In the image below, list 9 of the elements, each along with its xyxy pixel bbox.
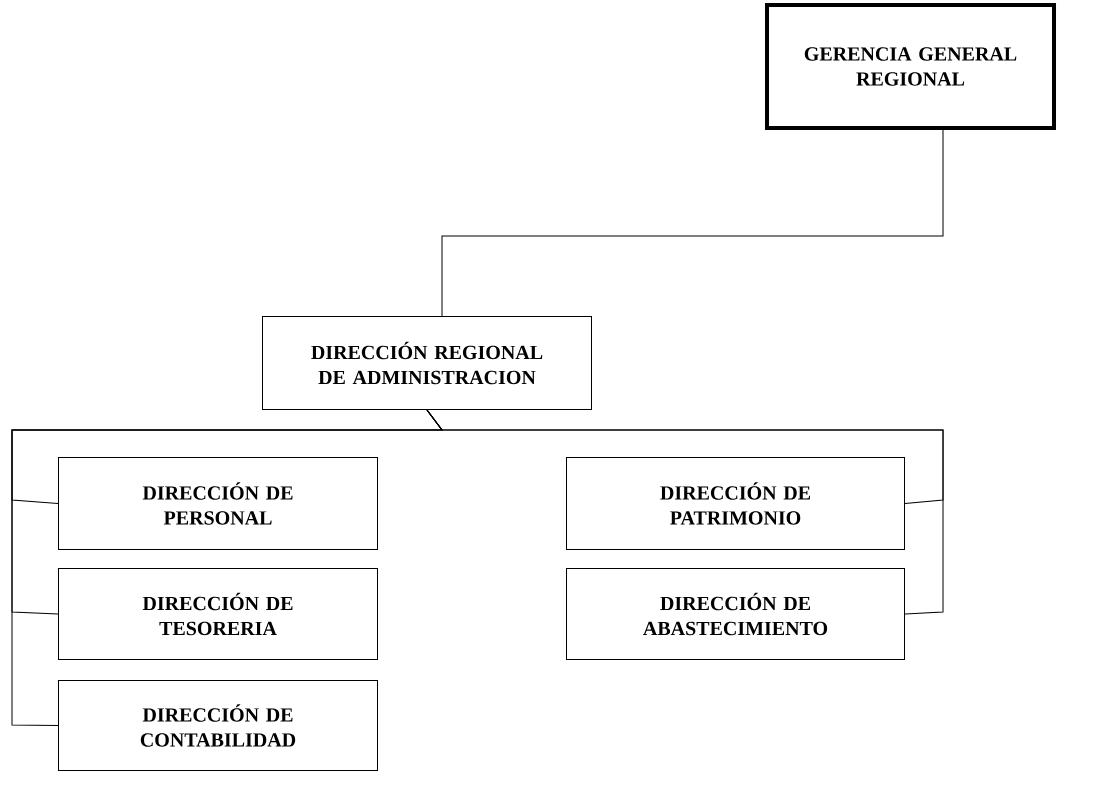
org-box: GERENCIA GENERAL REGIONAL: [765, 3, 1056, 130]
connector-line: [441, 129, 944, 317]
org-box: DIRECCIÓN DE PATRIMONIO: [566, 457, 905, 550]
org-box: DIRECCIÓN DE PERSONAL: [58, 457, 378, 550]
org-box: DIRECCIÓN DE TESORERIA: [58, 568, 378, 660]
org-box: DIRECCIÓN DE ABASTECIMIENTO: [566, 568, 905, 660]
connector-line: [426, 409, 944, 615]
org-box: DIRECCIÓN DE CONTABILIDAD: [58, 680, 378, 771]
org-box: DIRECCIÓN REGIONAL DE ADMINISTRACION: [262, 316, 592, 410]
